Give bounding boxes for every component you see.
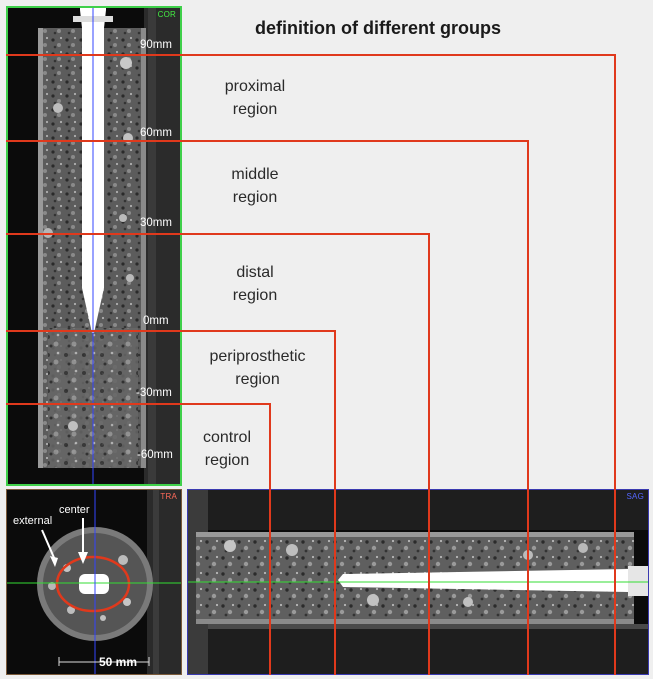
figure-title: definition of different groups: [255, 18, 501, 38]
sagittal-tag: SAG: [626, 492, 644, 501]
center-annotation: center: [59, 504, 90, 516]
level-label-60mm: 60mm: [140, 127, 172, 139]
level-label-minus60mm: -60mm: [137, 449, 173, 461]
boundary-line-minus30mm: [6, 403, 271, 675]
level-label-30mm: 30mm: [140, 217, 172, 229]
boundary-line-60mm: [6, 140, 529, 675]
transverse-ct-image: [7, 490, 181, 674]
level-label-90mm: 90mm: [140, 39, 172, 51]
level-label-minus30mm: -30mm: [136, 387, 172, 399]
boundary-line-30mm: [6, 233, 430, 675]
coronal-tag: COR: [157, 10, 176, 19]
sagittal-ct-image: [188, 490, 648, 674]
sagittal-ct-panel: SAG: [187, 489, 649, 675]
boundary-line-0mm: [6, 330, 336, 675]
external-annotation: external: [13, 515, 53, 527]
transverse-ct-panel: TRA external center 50 mm: [6, 489, 182, 675]
scale-bar-label: 50 mm: [99, 655, 138, 669]
level-label-0mm: 0mm: [143, 315, 169, 327]
boundary-line-90mm: [6, 54, 616, 675]
transverse-tag: TRA: [160, 492, 177, 501]
